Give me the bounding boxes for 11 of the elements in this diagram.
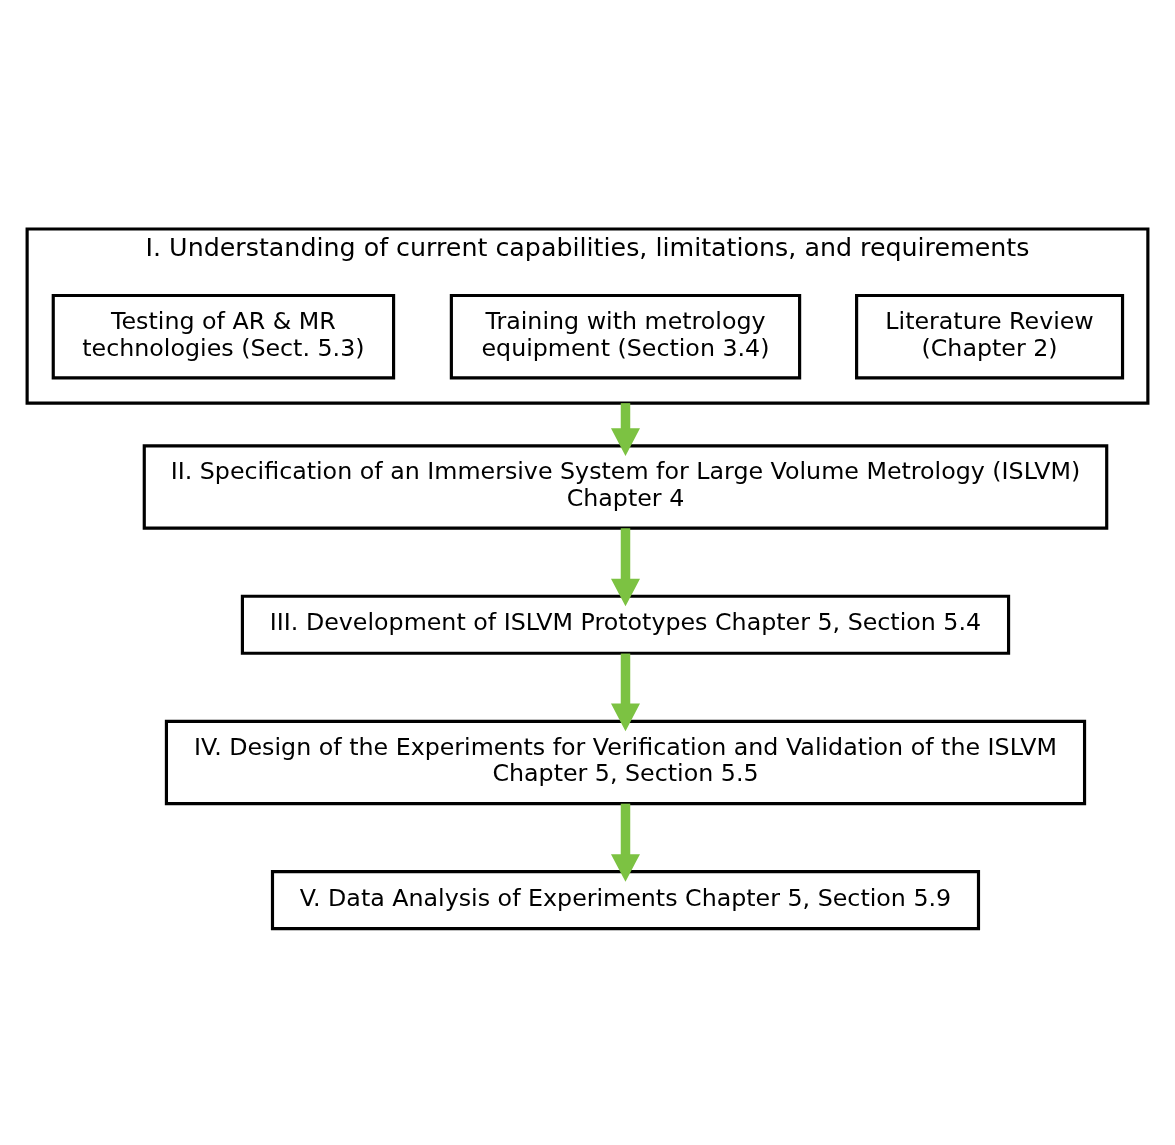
arrow	[610, 803, 640, 882]
node-box: III. Development of ISLVM Prototypes Chapter 5, Section 5.4	[240, 594, 1011, 655]
node-box: Literature Review (Chapter 2)	[855, 293, 1125, 380]
node-box: IV. Design of the Experiments for Verification and Validation of the ISLVM Chapter 5, Section 5.5	[164, 719, 1087, 806]
node-box: II. Specification of an Immersive System for Large Volume Metrology (ISLVM) Chapter 4	[142, 444, 1109, 530]
node-box: V. Data Analysis of Experiments Chapter 5, Section 5.9	[270, 870, 981, 931]
node-box: Training with metrology equipment (Section 3.4)	[449, 293, 802, 380]
arrow	[610, 653, 640, 732]
arrow	[610, 528, 640, 607]
arrow	[611, 403, 640, 456]
node-box: Testing of AR & MR technologies (Sect. 5.3)	[51, 293, 396, 380]
